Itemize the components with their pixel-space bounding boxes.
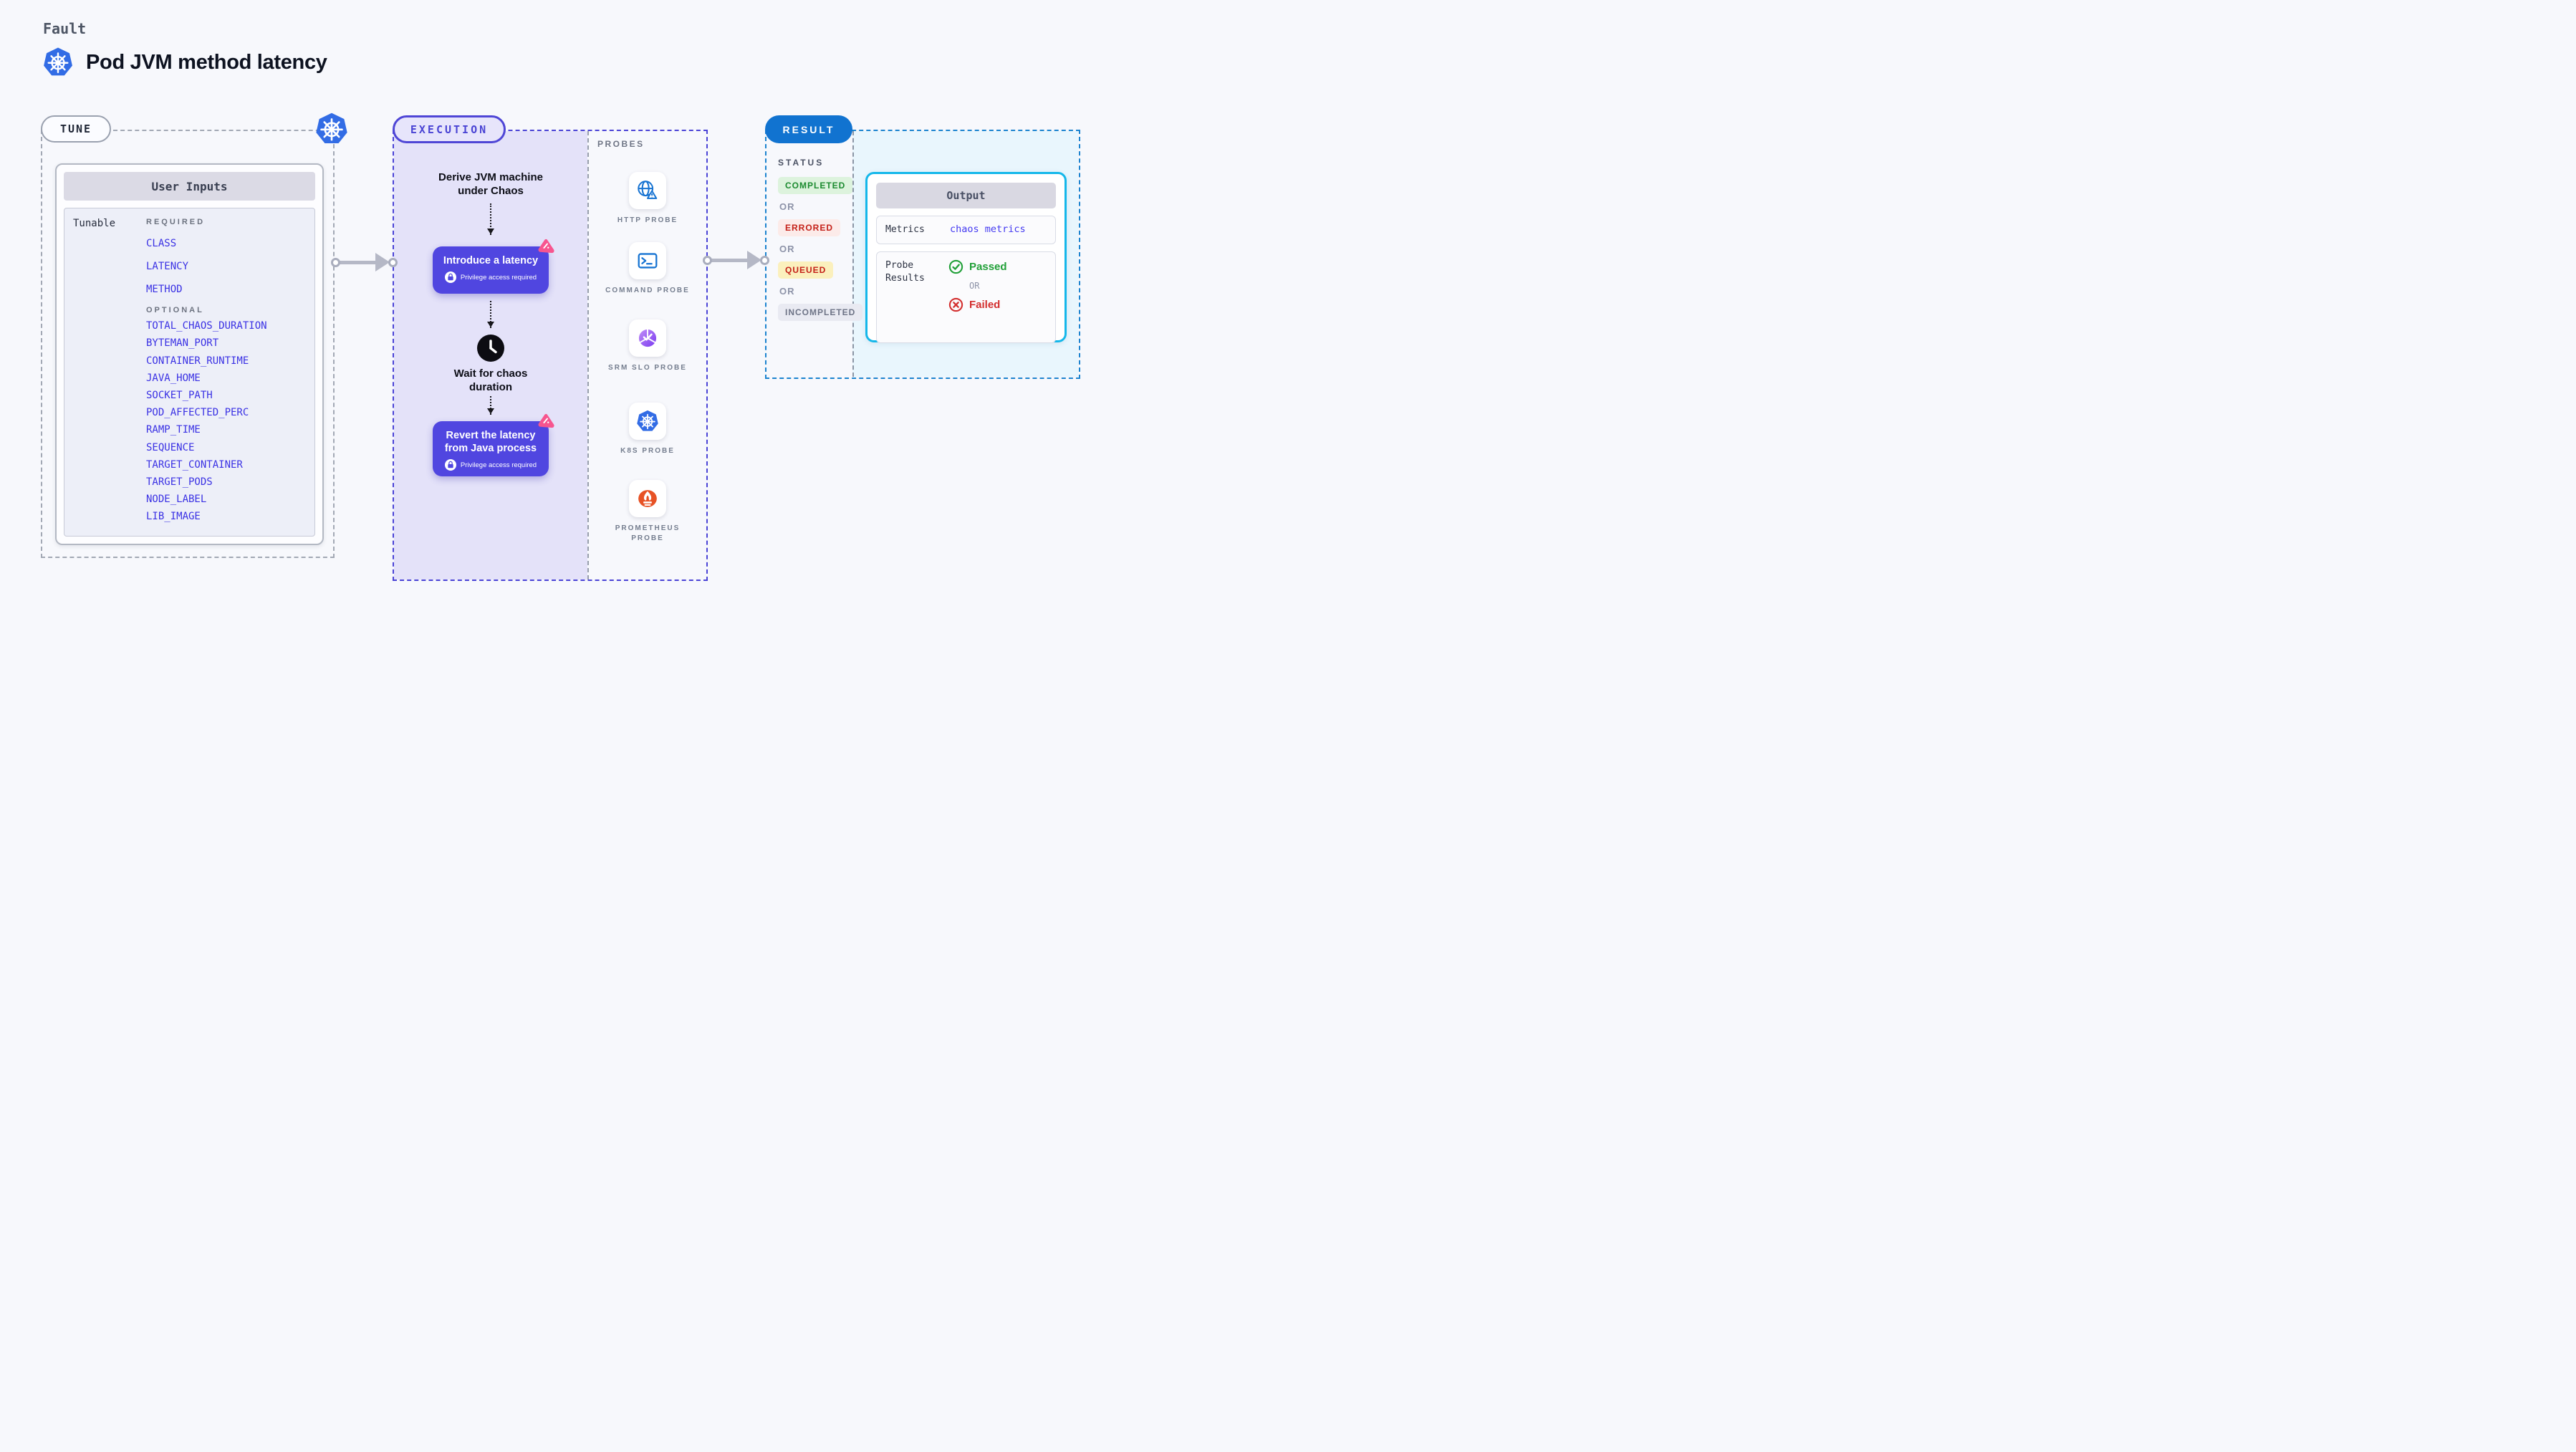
probe-name: K8S PROBE — [620, 447, 675, 455]
probe-name: PROMETHEUS PROBE — [615, 524, 681, 542]
page-title: Pod JVM method latency — [86, 50, 327, 74]
fault-diagram: Fault Pod JVM method latency TUNE User I… — [0, 0, 1123, 633]
lock-icon — [444, 459, 456, 471]
result-pill: RESULT — [765, 115, 852, 143]
required-label: REQUIRED — [146, 218, 206, 226]
probe-name: HTTP PROBE — [617, 216, 678, 224]
param-link[interactable]: NODE_LABEL — [146, 494, 207, 506]
or-separator: OR — [779, 286, 795, 297]
check-circle-icon — [948, 259, 963, 274]
tunable-label: Tunable — [73, 218, 116, 229]
prometheus-icon — [635, 486, 660, 511]
tune-section — [41, 130, 335, 558]
probe-results-row: Probe Results Passed OR — [876, 251, 1056, 343]
output-title: Output — [876, 183, 1056, 208]
optional-label: OPTIONAL — [146, 306, 204, 314]
execution-pill: EXECUTION — [393, 115, 506, 143]
tunable-params: REQUIRED CLASS LATENCY METHOD OPTIONAL T… — [146, 218, 306, 527]
probe-name: COMMAND PROBE — [605, 287, 690, 294]
or-separator: OR — [969, 281, 980, 291]
kubernetes-icon — [314, 111, 350, 147]
probes-label: PROBES — [597, 139, 645, 149]
kubernetes-icon — [42, 46, 75, 79]
globe-alert-icon — [635, 178, 660, 203]
param-link[interactable]: METHOD — [146, 284, 183, 295]
param-link[interactable]: CONTAINER_RUNTIME — [146, 355, 249, 367]
probe-item: K8S PROBE — [600, 403, 695, 456]
user-inputs-body: Tunable REQUIRED CLASS LATENCY METHOD OP… — [64, 208, 315, 537]
step-title: Revert the latency from Java process — [444, 430, 537, 454]
k8s-probe-card[interactable] — [629, 403, 666, 440]
lock-icon — [444, 271, 456, 283]
srm-slo-probe-card[interactable] — [629, 319, 666, 357]
clock-icon — [476, 334, 505, 362]
step-title: Introduce a latency — [443, 255, 539, 266]
execution-section — [393, 130, 708, 581]
privilege-note: Privilege access required — [460, 461, 537, 469]
introduce-latency-step[interactable]: Introduce a latency Privilege access req… — [433, 238, 555, 294]
probe-name: SRM SLO PROBE — [608, 364, 687, 372]
probe-item: PROMETHEUS PROBE — [600, 480, 695, 544]
tune-pill: TUNE — [41, 115, 111, 143]
metrics-row: Metrics chaos metrics — [876, 216, 1056, 244]
http-probe-card[interactable] — [629, 172, 666, 209]
slo-gauge-icon — [635, 326, 660, 350]
tune-to-execution-arrow — [331, 252, 400, 272]
title-row: Pod JVM method latency — [42, 46, 327, 79]
user-inputs-title: User Inputs — [64, 172, 315, 201]
param-link[interactable]: JAVA_HOME — [146, 372, 201, 384]
output-card: Output Metrics chaos metrics Probe Resul… — [865, 172, 1067, 343]
execution-to-result-arrow — [703, 250, 772, 270]
param-link[interactable]: LIB_IMAGE — [146, 511, 201, 523]
chaos-faults-icon — [537, 237, 555, 256]
status-column: STATUS COMPLETED OR ERRORED OR QUEUED OR… — [778, 158, 863, 321]
param-link[interactable]: TARGET_CONTAINER — [146, 458, 243, 471]
status-badge: INCOMPLETED — [778, 304, 863, 321]
failed-label: Failed — [969, 299, 1001, 311]
probe-results-label: Probe Results — [885, 260, 925, 284]
command-probe-card[interactable] — [629, 242, 666, 279]
param-link[interactable]: SEQUENCE — [146, 441, 195, 453]
wait-step-label: Wait for chaos duration — [453, 367, 528, 393]
passed-label: Passed — [969, 261, 1007, 273]
revert-latency-step[interactable]: Revert the latency from Java process Pri… — [433, 413, 555, 476]
x-circle-icon — [948, 297, 963, 312]
param-link[interactable]: POD_AFFECTED_PERC — [146, 407, 249, 419]
param-link[interactable]: TARGET_PODS — [146, 476, 213, 488]
chaos-faults-icon — [537, 412, 555, 431]
param-link[interactable]: SOCKET_PATH — [146, 389, 213, 401]
result-section — [765, 130, 1080, 379]
or-separator: OR — [779, 201, 795, 212]
metrics-label: Metrics — [885, 224, 925, 235]
param-link[interactable]: BYTEMAN_PORT — [146, 337, 219, 350]
fault-kicker: Fault — [43, 20, 87, 37]
param-link[interactable]: CLASS — [146, 238, 177, 249]
probe-item: SRM SLO PROBE — [600, 319, 695, 373]
privilege-note: Privilege access required — [460, 273, 537, 282]
metrics-value[interactable]: chaos metrics — [950, 223, 1026, 235]
flow-connector — [487, 396, 494, 415]
flow-connector — [487, 301, 494, 328]
prometheus-probe-card[interactable] — [629, 480, 666, 517]
status-label: STATUS — [778, 158, 825, 168]
user-inputs-card: User Inputs Tunable REQUIRED CLASS LATEN… — [55, 163, 324, 545]
param-link[interactable]: RAMP_TIME — [146, 424, 201, 436]
probes-divider — [587, 131, 589, 580]
status-badge: QUEUED — [778, 261, 834, 279]
derive-step-label: Derive JVM machine under Chaos — [438, 171, 543, 197]
probe-item: COMMAND PROBE — [600, 242, 695, 296]
flow-connector — [487, 203, 494, 235]
or-separator: OR — [779, 244, 795, 254]
param-link[interactable]: LATENCY — [146, 261, 189, 272]
probe-item: HTTP PROBE — [600, 172, 695, 226]
status-badge: ERRORED — [778, 219, 841, 236]
param-link[interactable]: TOTAL_CHAOS_DURATION — [146, 320, 267, 332]
status-badge: COMPLETED — [778, 177, 853, 194]
terminal-icon — [635, 249, 660, 273]
result-divider — [852, 131, 854, 377]
kubernetes-icon — [635, 409, 660, 433]
